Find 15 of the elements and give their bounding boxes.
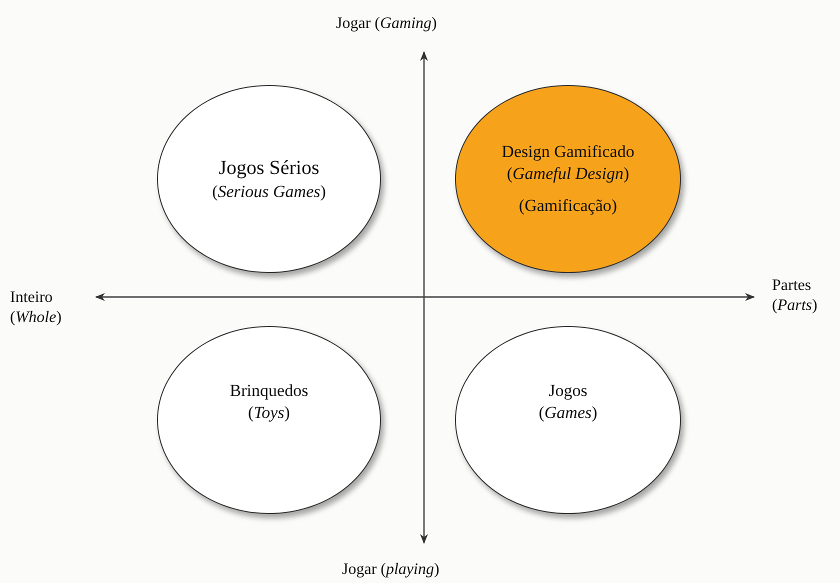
axis-label: Inteiro — [10, 288, 53, 308]
axis-label: Jogar (Gaming) — [336, 14, 437, 34]
ellipse-text: Design Gamificado — [502, 140, 634, 163]
ellipse-text: (Gamificação) — [518, 195, 618, 218]
axis-label: Partes — [772, 276, 812, 296]
ellipse-text: (Toys) — [248, 402, 290, 424]
ellipse-text: (Serious Games) — [212, 180, 326, 203]
axis-label: (Whole) — [10, 308, 62, 328]
ellipse-text: Brinquedos — [230, 380, 308, 402]
axis-label: (Parts) — [772, 296, 818, 316]
ellipse-text: (Games) — [538, 402, 598, 424]
axis-label: Jogar (playing) — [342, 560, 440, 580]
ellipse-text: Jogos — [548, 380, 588, 402]
ellipse-text: Jogos Sérios — [218, 156, 320, 181]
ellipse-text: (Gameful Design) — [506, 162, 630, 185]
